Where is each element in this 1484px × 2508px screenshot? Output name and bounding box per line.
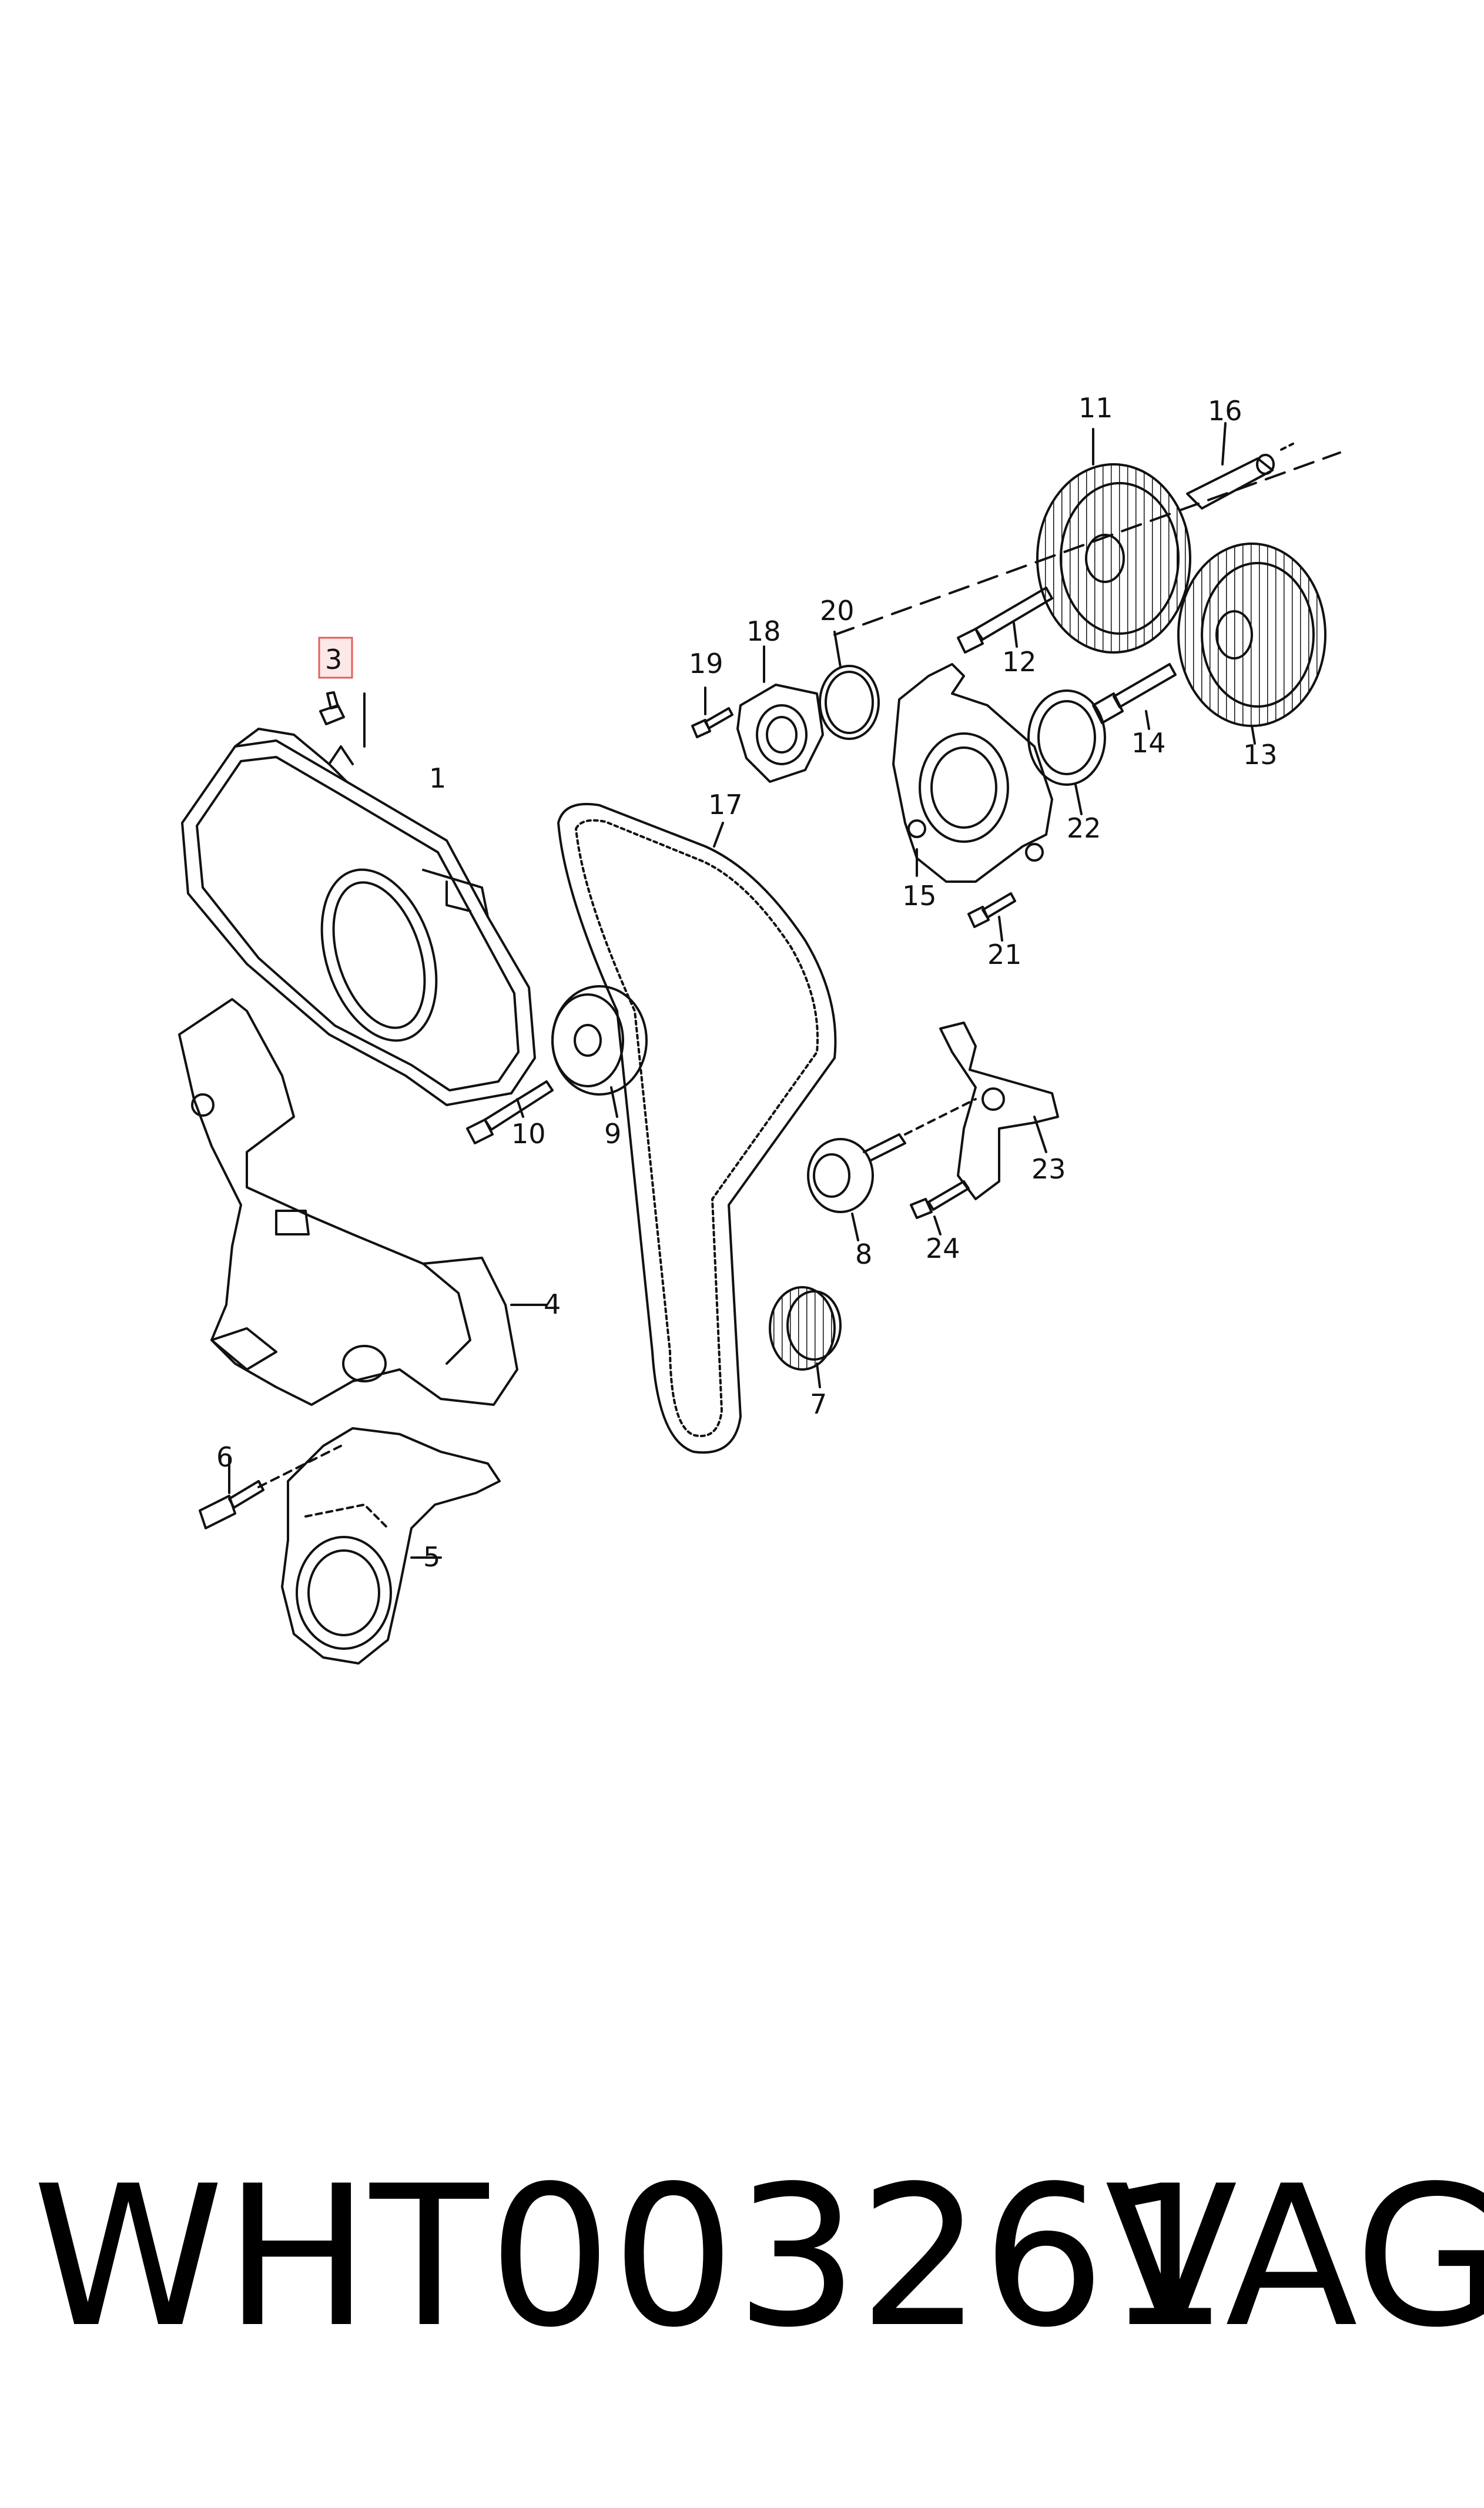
crankshaft-sprocket: [769, 1286, 842, 1388]
callout-15[interactable]: 15: [902, 880, 937, 912]
tensioner-bracket: [904, 1022, 1059, 1200]
camshaft-sprocket-13: [1177, 543, 1326, 745]
camshaft-sprocket-11: [1036, 428, 1191, 654]
callout-12[interactable]: 12: [1002, 646, 1037, 678]
lower-timing-belt-cover: [281, 1427, 501, 1665]
callout-16[interactable]: 16: [1208, 395, 1242, 427]
callout-3[interactable]: 3: [325, 644, 342, 675]
guide-pulley: [807, 1133, 906, 1241]
timing-belt: [557, 803, 837, 1454]
tensioner-roller: [551, 985, 648, 1118]
callout-21[interactable]: 21: [987, 939, 1022, 970]
bolt-3: [319, 691, 366, 748]
bolt-19: [691, 687, 733, 738]
callout-24[interactable]: 24: [926, 1233, 960, 1264]
callout-8[interactable]: 8: [855, 1238, 872, 1270]
callout-1[interactable]: 1: [429, 762, 446, 794]
callout-4[interactable]: 4: [544, 1288, 561, 1320]
bolt-12: [957, 587, 1053, 654]
upper-timing-belt-cover: [181, 728, 536, 1106]
brand-label: VAG: [1105, 2144, 1484, 2370]
callout-22[interactable]: 22: [1067, 812, 1101, 844]
callout-19[interactable]: 19: [689, 648, 723, 679]
axis-line: [833, 451, 1341, 636]
rear-cover-plate: [892, 663, 1053, 883]
callout-3-highlight: [318, 637, 353, 679]
callout-17[interactable]: 17: [708, 789, 743, 821]
rear-timing-belt-cover: [178, 998, 548, 1406]
bolt-24: [910, 1180, 970, 1235]
callout-20[interactable]: 20: [820, 595, 855, 627]
shaft-seal-22: [1027, 689, 1106, 815]
part-number: WHT003261: [32, 2144, 1229, 2370]
flange-18: [736, 645, 824, 783]
callout-9[interactable]: 9: [604, 1118, 621, 1150]
bolt-6: [199, 1445, 342, 1529]
callout-18[interactable]: 18: [746, 615, 781, 647]
callout-23[interactable]: 23: [1031, 1153, 1066, 1185]
callout-7[interactable]: 7: [810, 1388, 827, 1420]
callout-10[interactable]: 10: [511, 1118, 546, 1150]
callout-11[interactable]: 11: [1078, 392, 1113, 424]
callout-13[interactable]: 13: [1243, 739, 1278, 771]
o-ring-20: [819, 631, 880, 740]
callout-labels: 3 1 4 5 6 7 8 9 10 11 12 13 14 15 16 17 …: [216, 392, 1278, 1573]
callout-5[interactable]: 5: [423, 1541, 440, 1573]
callout-14[interactable]: 14: [1131, 727, 1166, 759]
bolt-10: [466, 1080, 554, 1144]
bolt-14: [1092, 663, 1177, 730]
pin-16: [1186, 422, 1294, 510]
bolt-21: [967, 892, 1016, 942]
callout-6[interactable]: 6: [216, 1441, 233, 1473]
